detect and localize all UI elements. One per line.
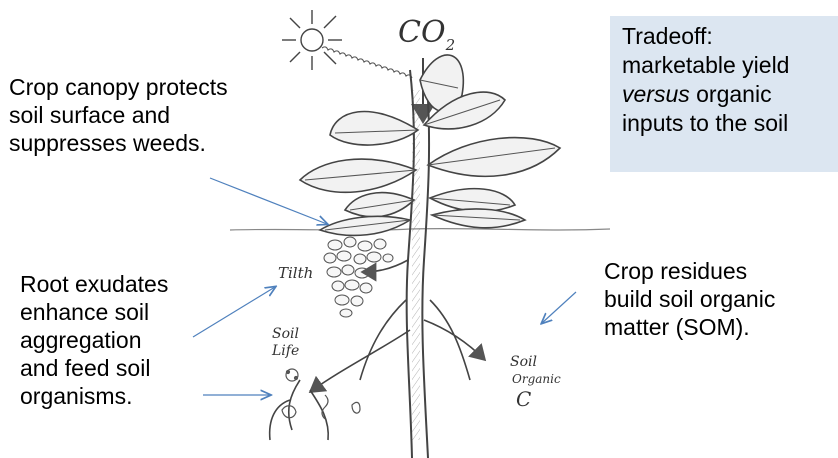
svg-text:Soil: Soil [510,354,537,370]
tradeoff-versus: versus [622,81,690,107]
svg-text:C: C [516,387,531,411]
sketch-label-tilth: Tilth [278,264,313,282]
caption-line: Crop canopy protects [9,73,228,101]
svg-text:Tilth: Tilth [278,264,313,282]
leaf [428,138,560,177]
leaf [330,111,418,145]
tradeoff-title: Tradeoff: [622,22,838,51]
tradeoff-line: versus organic [622,80,838,109]
sun-icon [282,10,342,70]
leaf [432,209,525,228]
soil-organism-icons [282,369,360,419]
leaf [320,216,410,235]
caption-line: suppresses weeds. [9,129,228,157]
caption-line: and feed soil [20,354,168,382]
tradeoff-line: inputs to the soil [622,109,838,138]
caption-line: aggregation [20,326,168,354]
leaf [345,193,414,217]
caption-line: soil surface and [9,101,228,129]
caption-line: organisms. [20,382,168,410]
caption-crop-canopy: Crop canopy protects soil surface and su… [9,73,228,157]
svg-text:Organic: Organic [512,372,561,386]
tradeoff-callout-box: Tradeoff: marketable yield versus organi… [610,16,838,172]
sketch-label-soil-life: Soil Life [271,326,299,359]
residues-pointer-arrow [542,292,576,323]
caption-line: Root exudates [20,270,168,298]
svg-text:Soil: Soil [272,326,299,342]
tilth-pointer-arrow [193,287,275,337]
caption-line: enhance soil [20,298,168,326]
svg-text:Life: Life [271,343,299,359]
caption-line: matter (SOM). [604,313,775,341]
caption-root-exudates: Root exudates enhance soil aggregation a… [20,270,168,410]
tradeoff-line-rest: organic [690,81,772,107]
leaf [430,189,515,212]
sunlight-ray [322,47,412,78]
co2-label: CO2 [398,15,455,54]
soil-aggregates [324,237,393,317]
caption-crop-residues: Crop residues build soil organic matter … [604,257,775,341]
caption-line: build soil organic [604,285,775,313]
sketch-label-soil-organic-c: Soil Organic C [510,354,561,411]
tradeoff-line: marketable yield [622,51,838,80]
caption-line: Crop residues [604,257,775,285]
plant-roots [270,260,485,440]
